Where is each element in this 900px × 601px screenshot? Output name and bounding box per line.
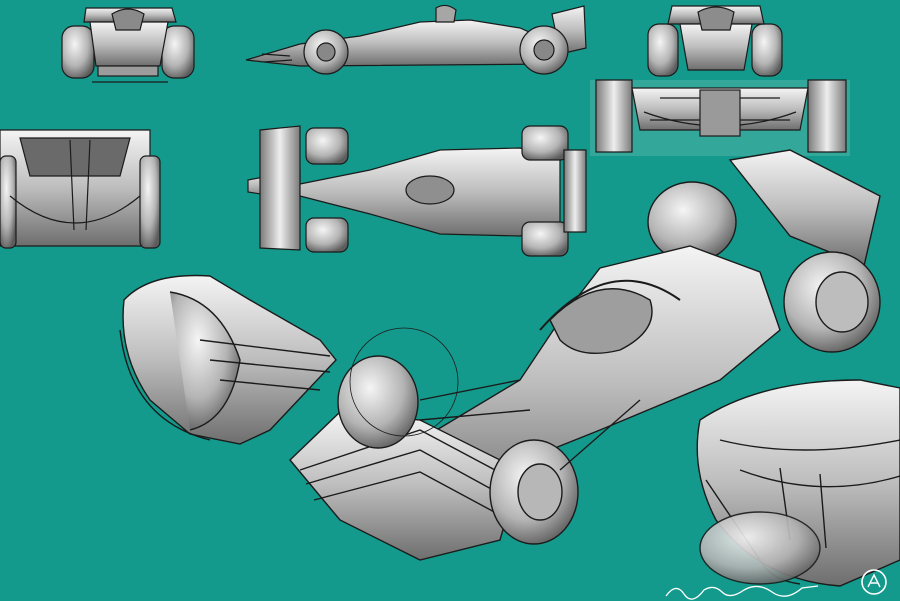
rear-close-view xyxy=(0,129,161,249)
top-view xyxy=(247,125,587,257)
perspective-view xyxy=(289,149,881,561)
front-wing-detail xyxy=(119,274,337,445)
sidepod-detail xyxy=(696,379,900,587)
rear-wing-view xyxy=(590,79,850,156)
front-view xyxy=(61,7,195,83)
signature xyxy=(665,585,819,600)
rear-view xyxy=(647,5,783,77)
circle-logo xyxy=(861,569,887,595)
side-view xyxy=(245,4,587,75)
